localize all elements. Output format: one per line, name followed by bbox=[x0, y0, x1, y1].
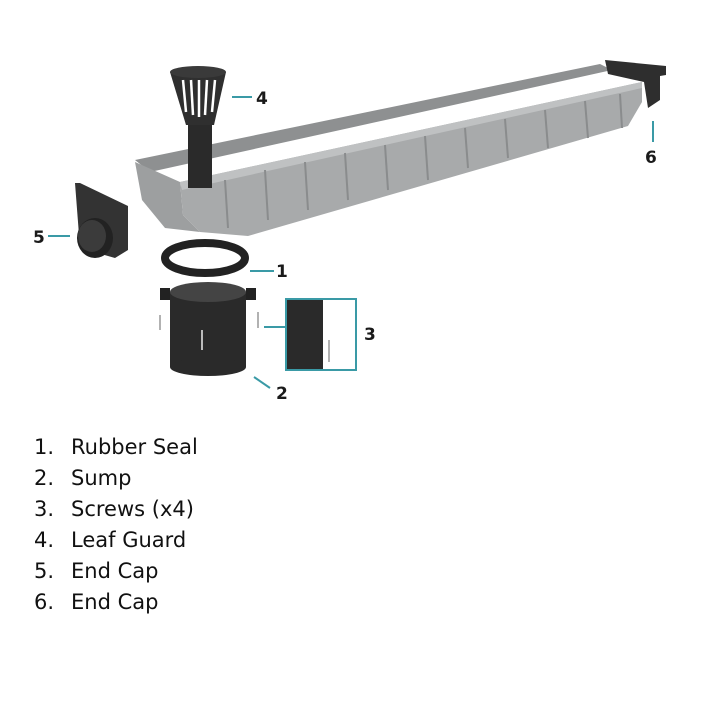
rubber-seal bbox=[161, 239, 249, 277]
svg-text:5: 5 bbox=[33, 228, 45, 248]
item-number: 1. bbox=[34, 435, 55, 459]
svg-text:1: 1 bbox=[276, 262, 288, 282]
item-number: 6. bbox=[34, 590, 55, 614]
list-item: 6. End Cap bbox=[34, 587, 198, 618]
leaf-guard bbox=[170, 66, 226, 188]
item-number: 5. bbox=[34, 559, 55, 583]
callout-3: 3 bbox=[264, 325, 376, 345]
list-item: 4. Leaf Guard bbox=[34, 525, 198, 556]
end-cap-left bbox=[75, 183, 128, 258]
item-label: End Cap bbox=[71, 559, 159, 583]
svg-text:2: 2 bbox=[276, 384, 288, 404]
callout-1: 1 bbox=[250, 262, 288, 282]
item-label: End Cap bbox=[71, 590, 159, 614]
item-label: Rubber Seal bbox=[71, 435, 198, 459]
callout-5: 5 bbox=[33, 228, 70, 248]
parts-list: 1. Rubber Seal 2. Sump 3. Screws (x4) 4. Lea… bbox=[34, 432, 198, 618]
list-item: 3. Screws (x4) bbox=[34, 494, 198, 525]
item-number: 4. bbox=[34, 528, 55, 552]
svg-text:6: 6 bbox=[645, 148, 657, 168]
sump bbox=[159, 282, 259, 376]
list-item: 2. Sump bbox=[34, 463, 198, 494]
exploded-parts-diagram: 1 2 3 4 5 6 bbox=[33, 60, 666, 404]
drain-channel bbox=[135, 64, 642, 236]
item-number: 3. bbox=[34, 497, 55, 521]
item-label: Sump bbox=[71, 466, 132, 490]
item-number: 2. bbox=[34, 466, 55, 490]
svg-text:4: 4 bbox=[256, 89, 268, 109]
callout-4: 4 bbox=[232, 89, 268, 109]
end-cap-right bbox=[605, 60, 666, 108]
item-label: Leaf Guard bbox=[71, 528, 187, 552]
callout-2: 2 bbox=[253, 376, 288, 404]
list-item: 5. End Cap bbox=[34, 556, 198, 587]
item-label: Screws (x4) bbox=[71, 497, 194, 521]
svg-text:3: 3 bbox=[364, 325, 376, 345]
list-item: 1. Rubber Seal bbox=[34, 432, 198, 463]
screws-inset bbox=[285, 298, 357, 371]
callout-6: 6 bbox=[645, 121, 657, 168]
